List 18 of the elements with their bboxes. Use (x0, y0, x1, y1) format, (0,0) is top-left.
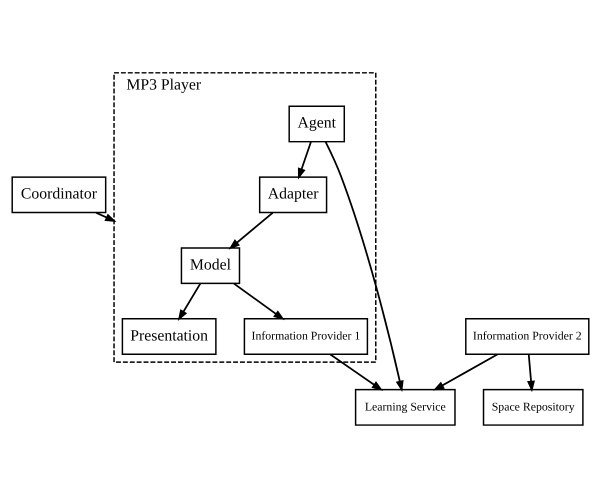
node-box: Presentation (122, 318, 217, 354)
node-box: Space Repository (482, 388, 584, 426)
node-box: Information Provider 1 (244, 318, 368, 354)
node-box: Information Provider 2 (465, 318, 590, 354)
arrow (298, 141, 312, 180)
node-box: Adapter (258, 176, 328, 213)
arrow (96, 211, 116, 222)
node-box: Coordinator (11, 176, 106, 213)
arrow (324, 141, 404, 392)
arrow (228, 212, 274, 250)
arrow (527, 354, 535, 392)
arrow (234, 282, 285, 320)
node-box: Learning Service (354, 388, 456, 426)
arrow (178, 282, 202, 320)
arrow (330, 353, 384, 390)
node-box: Model (180, 246, 240, 284)
arrow (432, 353, 498, 390)
node-box: Agent (288, 105, 346, 142)
